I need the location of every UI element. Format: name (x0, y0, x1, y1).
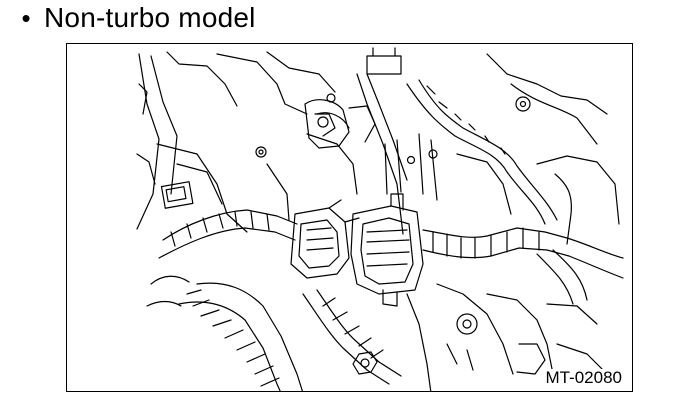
bullet-icon: • (21, 3, 31, 33)
bullet-text: Non-turbo model (44, 2, 256, 33)
bullet-item: • Non-turbo model (8, 0, 256, 36)
engine-illustration (136, 47, 624, 391)
figure-code-label: MT-02080 (543, 368, 624, 388)
figure-frame: MT-02080 (66, 43, 633, 392)
